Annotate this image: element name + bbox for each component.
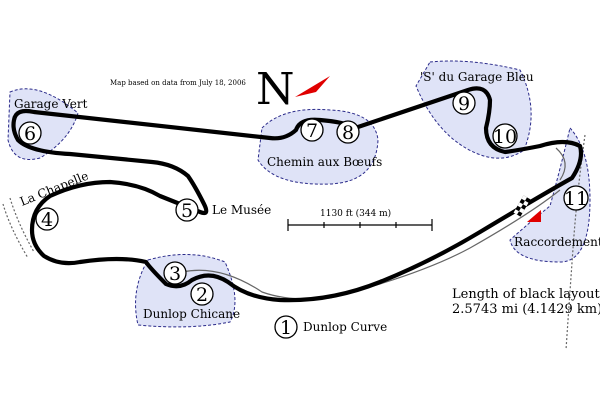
corner-name-raccordement: Raccordement: [514, 235, 600, 249]
corner-number-7: 7: [306, 120, 318, 142]
corner-marker-3: 3: [163, 261, 187, 285]
corner-number-9: 9: [458, 93, 470, 115]
length-line-1: Length of black layout:: [452, 287, 600, 302]
corner-marker-2: 2: [190, 282, 214, 306]
curb-left: [2, 203, 29, 259]
corner-marker-4: 4: [35, 207, 59, 231]
corner-number-4: 4: [41, 209, 53, 231]
corner-number-8: 8: [342, 122, 354, 144]
corner-number-5: 5: [181, 200, 193, 222]
corner-name-garage-vert: Garage Vert: [14, 97, 88, 111]
corner-marker-11: 11: [563, 185, 589, 211]
pit-lane: [555, 147, 566, 181]
corner-name-chemin-aux-boeufs: Chemin aux Bœufs: [267, 155, 382, 169]
corner-marker-7: 7: [300, 118, 324, 142]
corner-marker-8: 8: [336, 120, 360, 144]
corner-name-dunlop-chicane: Dunlop Chicane: [143, 307, 240, 321]
length-line-2: 2.5743 mi (4.1429 km): [452, 302, 600, 317]
black-track-layout: [11, 86, 584, 303]
corner-marker-10: 10: [492, 123, 518, 149]
corner-number-2: 2: [196, 284, 208, 306]
corner-marker-5: 5: [175, 198, 199, 222]
zone-dunlop-chicane: [135, 253, 236, 328]
zone-raccordement: [509, 126, 591, 263]
data-note: Map based on data from July 18, 2006: [110, 79, 246, 87]
scale-label: 1130 ft (344 m): [320, 208, 391, 219]
direction-arrow-icon: [527, 210, 541, 222]
corner-number-10: 10: [493, 126, 517, 148]
corner-marker-9: 9: [452, 91, 476, 115]
checkered-flag-icon: [513, 195, 531, 217]
north-label: N: [256, 64, 295, 115]
corner-name-garage-bleu: 'S' du Garage Bleu: [420, 70, 534, 84]
corner-name-la-chapelle: La Chapelle: [18, 169, 91, 209]
curb-right: [565, 134, 586, 351]
curb-left-inner: [9, 197, 35, 253]
corner-number-11: 11: [564, 188, 588, 210]
north-arrow-icon: [295, 76, 330, 97]
corner-marker-6: 6: [18, 121, 42, 145]
corner-number-6: 6: [24, 123, 36, 145]
corner-name-dunlop-curve: Dunlop Curve: [303, 320, 387, 334]
corner-marker-1: 1: [274, 315, 298, 339]
scale-bar: [287, 219, 433, 231]
corner-name-le-musee: Le Musée: [212, 203, 271, 217]
corner-number-3: 3: [169, 263, 181, 285]
corner-number-1: 1: [280, 317, 292, 339]
